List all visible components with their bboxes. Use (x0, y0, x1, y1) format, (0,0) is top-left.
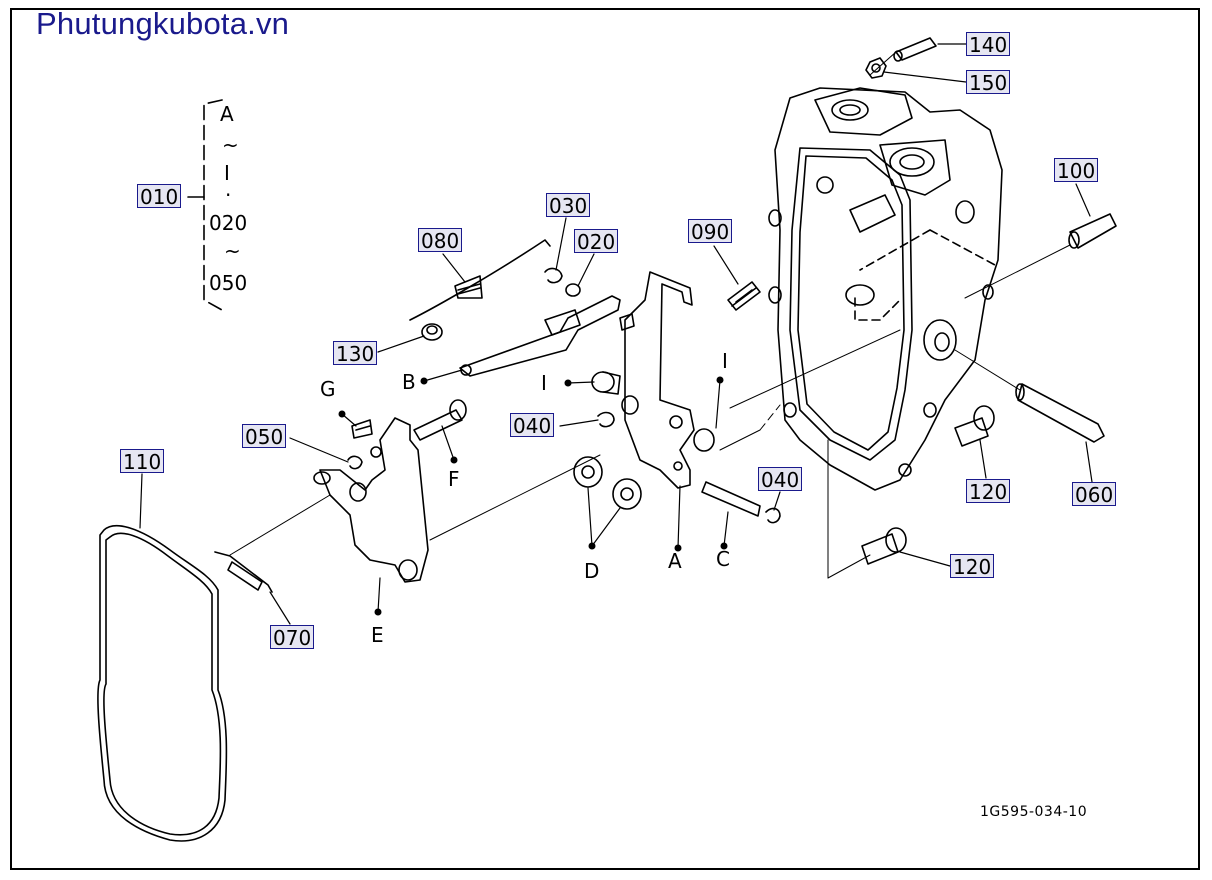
legend-bracket (203, 99, 223, 311)
callout-080[interactable]: 080 (418, 228, 463, 253)
gasket-110 (97, 525, 228, 842)
brand-watermark: Phutungkubota.vn (36, 6, 290, 41)
letter-g: G (320, 377, 336, 401)
e-ring-050 (347, 455, 363, 470)
legend-tilde-1: ~ (222, 133, 239, 157)
pin-060 (1015, 383, 1105, 443)
collar-i-right (693, 428, 715, 452)
callout-050[interactable]: 050 (242, 424, 287, 449)
snap-ring-040-left (597, 411, 615, 428)
callout-040-left[interactable]: 040 (510, 413, 555, 438)
callout-150[interactable]: 150 (966, 70, 1011, 95)
callout-120-lower[interactable]: 120 (950, 554, 995, 579)
pin-f (413, 399, 467, 441)
letter-c: C (716, 547, 730, 571)
letter-f: F (448, 467, 460, 491)
collar-i (591, 371, 621, 395)
washer-020 (565, 283, 581, 297)
callout-010[interactable]: 010 (137, 184, 182, 209)
link-plate (459, 295, 621, 377)
legend-line-050: 050 (209, 271, 248, 295)
letter-i-right: I (722, 349, 728, 373)
callout-090[interactable]: 090 (688, 219, 733, 244)
letter-b: B (402, 370, 416, 394)
spring-090 (727, 281, 761, 311)
letter-e: E (371, 623, 384, 647)
callout-140[interactable]: 140 (966, 32, 1011, 57)
bearing-d (573, 456, 642, 510)
legend-line-a: A (220, 102, 234, 126)
snap-ring-030 (544, 267, 563, 284)
stud-100 (1068, 213, 1117, 249)
letter-d: D (584, 559, 600, 583)
gear-case-housing (768, 87, 1003, 491)
callout-060[interactable]: 060 (1072, 482, 1117, 507)
pin-c (701, 481, 761, 517)
legend-dot: · (225, 183, 232, 207)
legend-tilde-2: ~ (224, 239, 241, 263)
letter-i-left: I (541, 371, 547, 395)
bell-crank-e (313, 417, 429, 583)
lever-bracket (619, 271, 695, 489)
leader-lines (139, 43, 1093, 625)
spring-070 (214, 551, 273, 593)
callout-040-right[interactable]: 040 (758, 467, 803, 492)
callout-030[interactable]: 030 (546, 193, 591, 218)
legend-line-020: 020 (209, 211, 248, 235)
bolt-140 (893, 37, 937, 62)
callout-070[interactable]: 070 (270, 625, 315, 650)
collar-130 (421, 323, 443, 341)
spring-080 (409, 239, 551, 321)
callout-110[interactable]: 110 (120, 449, 165, 474)
callout-020[interactable]: 020 (574, 229, 619, 254)
spring-g (351, 419, 373, 439)
diagram-frame (10, 8, 1200, 870)
letter-a: A (668, 549, 682, 573)
bolt-120-lower (861, 527, 907, 565)
legend-line-i: I (224, 161, 230, 185)
callout-100[interactable]: 100 (1054, 158, 1099, 183)
leader-dots (338, 376, 728, 616)
bolt-120-upper (954, 405, 995, 447)
snap-ring-040-right (765, 507, 781, 524)
nut-150 (865, 57, 887, 79)
callout-130[interactable]: 130 (333, 341, 378, 366)
drawing-code: 1G595-034-10 (980, 804, 1088, 820)
callout-120-upper[interactable]: 120 (966, 479, 1011, 504)
